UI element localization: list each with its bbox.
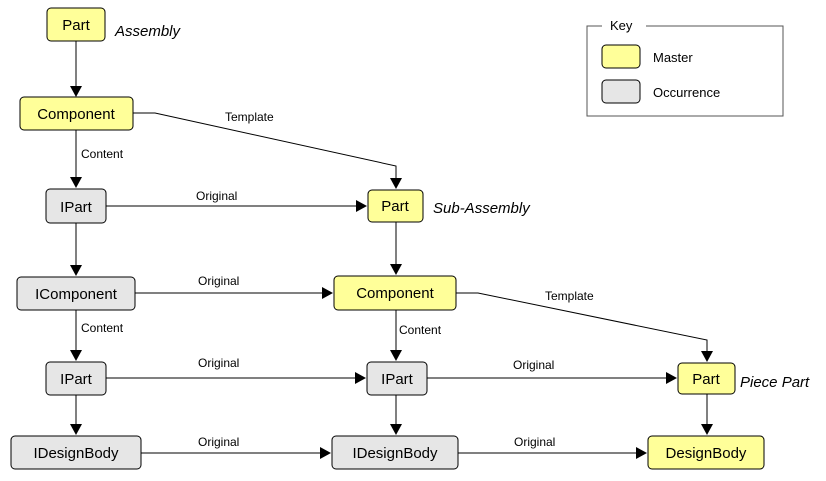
node-box [677, 362, 736, 395]
edge-label-content: Content [81, 147, 124, 161]
edge-label-content: Content [399, 323, 442, 337]
arrowhead [70, 86, 82, 97]
node-label: Part [692, 371, 720, 388]
arrowhead [390, 264, 402, 275]
edge-label-original: Original [198, 356, 239, 370]
node-label: IPart [60, 371, 93, 388]
key-title-background [602, 18, 646, 34]
arrowhead [320, 447, 331, 459]
node-box [46, 7, 106, 42]
edge-label-original: Original [513, 358, 554, 372]
node-label: Component [37, 106, 115, 123]
key-label-occurrence: Occurrence [653, 85, 720, 100]
arrowhead [355, 372, 366, 384]
node-box [367, 189, 424, 223]
node-component-sub-assembly[interactable]: Component [333, 275, 457, 311]
node-box [333, 275, 457, 311]
edge-label-content: Content [81, 321, 124, 335]
node-part-assembly[interactable]: Part [46, 7, 106, 42]
node-icomponent-left[interactable]: IComponent [16, 276, 136, 311]
node-label: DesignBody [666, 445, 747, 462]
arrowhead [356, 200, 367, 212]
arrowhead [322, 287, 333, 299]
node-label: IDesignBody [33, 445, 119, 462]
node-box [45, 361, 107, 396]
edge-component-mid-template-part-right [456, 292, 708, 352]
arrowhead [390, 178, 402, 189]
edge-label-original: Original [198, 274, 239, 288]
arrowhead [701, 351, 713, 362]
edge-label-template: Template [545, 289, 594, 303]
node-label: IDesignBody [352, 445, 438, 462]
node-ipart-left-1[interactable]: IPart [45, 188, 107, 224]
node-part-piece-part[interactable]: Part [677, 362, 736, 395]
level-label-sub-assembly: Sub-Assembly [433, 200, 531, 217]
edge-label-original: Original [198, 435, 239, 449]
node-box [647, 435, 765, 470]
edge-label-original: Original [196, 189, 237, 203]
node-label: Part [62, 17, 90, 34]
key-swatch-occurrence [601, 79, 641, 104]
node-box [19, 96, 134, 131]
arrowhead [390, 350, 402, 361]
node-box [366, 361, 428, 396]
node-idesignbody-left[interactable]: IDesignBody [10, 435, 142, 470]
arrowhead [701, 424, 713, 435]
arrowhead [666, 372, 677, 384]
key-title: Key [610, 18, 633, 33]
node-idesignbody-mid[interactable]: IDesignBody [331, 435, 459, 470]
node-ipart-left-2[interactable]: IPart [45, 361, 107, 396]
node-label: IPart [381, 371, 414, 388]
key-swatch-master [601, 44, 641, 69]
arrowhead [70, 350, 82, 361]
node-label: Part [381, 198, 409, 215]
node-box [16, 276, 136, 311]
edge-label-original: Original [514, 435, 555, 449]
edges [70, 41, 713, 459]
node-label: IComponent [35, 286, 118, 303]
arrowhead [636, 447, 647, 459]
key-legend: Key Master Occurrence [586, 18, 784, 117]
key-label-master: Master [653, 50, 693, 65]
node-box [331, 435, 459, 470]
level-label-piece-part: Piece Part [740, 374, 810, 391]
arrowhead [70, 265, 82, 276]
node-box [10, 435, 142, 470]
edge-component-template-part-mid [133, 112, 397, 179]
node-box [45, 188, 107, 224]
node-label: Component [356, 285, 434, 302]
node-designbody-right[interactable]: DesignBody [647, 435, 765, 470]
nodes: Part Component IPart Part IComponent Com… [10, 7, 765, 470]
level-label-assembly: Assembly [114, 23, 182, 40]
level-labels: Assembly Sub-Assembly Piece Part [114, 23, 810, 391]
node-part-sub-assembly[interactable]: Part [367, 189, 424, 223]
edge-label-template: Template [225, 110, 274, 124]
node-component-assembly[interactable]: Component [19, 96, 134, 131]
node-label: IPart [60, 199, 93, 216]
node-ipart-mid[interactable]: IPart [366, 361, 428, 396]
arrowhead [70, 424, 82, 435]
arrowhead [390, 424, 402, 435]
edge-labels: Template Content Original Original Templ… [81, 110, 594, 449]
arrowhead [70, 177, 82, 188]
